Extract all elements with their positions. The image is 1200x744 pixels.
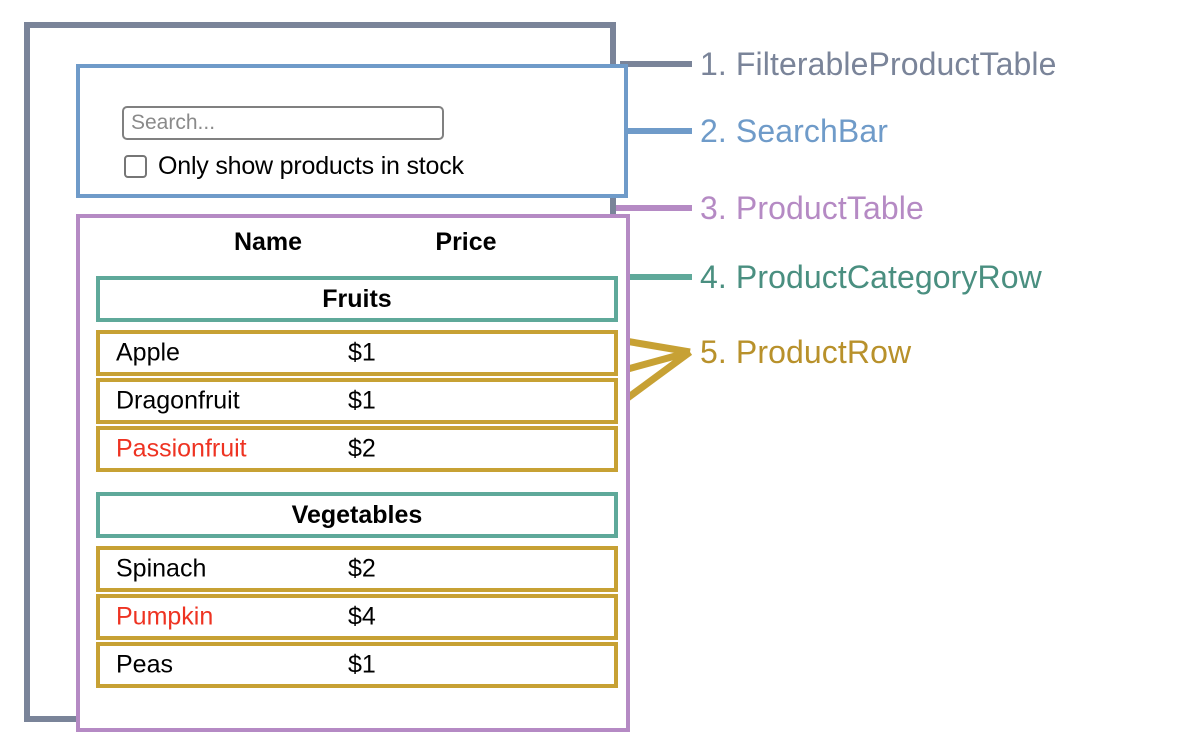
product-row: Peas $1 <box>96 642 618 688</box>
legend-number: 1. <box>700 46 727 82</box>
product-name: Apple <box>116 338 180 367</box>
search-input[interactable] <box>122 106 444 140</box>
category-label: Vegetables <box>291 500 423 529</box>
search-bar: Only show products in stock <box>76 64 628 198</box>
legend-number: 3. <box>700 190 727 226</box>
category-label: Fruits <box>322 284 392 313</box>
legend-item-product-table: 3.ProductTable <box>700 190 924 227</box>
product-row: Dragonfruit $1 <box>96 378 618 424</box>
column-header-name: Name <box>233 228 303 256</box>
product-price: $2 <box>348 554 376 583</box>
product-row: Pumpkin $4 <box>96 594 618 640</box>
product-name: Peas <box>116 650 173 679</box>
legend-label: ProductTable <box>735 190 924 226</box>
product-price: $2 <box>348 434 376 463</box>
in-stock-checkbox-row[interactable]: Only show products in stock <box>124 152 464 181</box>
legend-item-product-row: 5.ProductRow <box>700 334 911 371</box>
product-row: Passionfruit $2 <box>96 426 618 472</box>
legend-item-filterable-product-table: 1.FilterableProductTable <box>700 46 1056 83</box>
legend-label: ProductRow <box>735 334 912 370</box>
product-price: $1 <box>348 338 376 367</box>
legend-label: FilterableProductTable <box>735 46 1057 82</box>
legend-number: 4. <box>700 259 727 295</box>
product-category-row: Vegetables <box>96 492 618 538</box>
column-header-price: Price <box>435 228 497 256</box>
product-row: Spinach $2 <box>96 546 618 592</box>
table-header-row: Name Price <box>80 228 626 264</box>
product-name: Dragonfruit <box>116 386 240 415</box>
product-price: $1 <box>348 650 376 679</box>
legend-item-search-bar: 2.SearchBar <box>700 113 888 150</box>
product-price: $4 <box>348 602 376 631</box>
filterable-product-table: Only show products in stock Name Price F… <box>24 22 630 732</box>
product-name: Spinach <box>116 554 207 583</box>
legend-label: SearchBar <box>735 113 888 149</box>
in-stock-checkbox-label: Only show products in stock <box>158 152 464 180</box>
product-name: Passionfruit <box>116 434 247 463</box>
product-name: Pumpkin <box>116 602 214 631</box>
legend-label: ProductCategoryRow <box>735 259 1042 295</box>
legend-number: 5. <box>700 334 727 370</box>
checkbox-icon[interactable] <box>124 155 147 178</box>
product-table: Name Price Fruits Apple $1 Dragonfruit $… <box>76 214 630 732</box>
legend-number: 2. <box>700 113 727 149</box>
legend-item-product-category-row: 4.ProductCategoryRow <box>700 259 1042 296</box>
product-category-row: Fruits <box>96 276 618 322</box>
product-price: $1 <box>348 386 376 415</box>
product-row: Apple $1 <box>96 330 618 376</box>
